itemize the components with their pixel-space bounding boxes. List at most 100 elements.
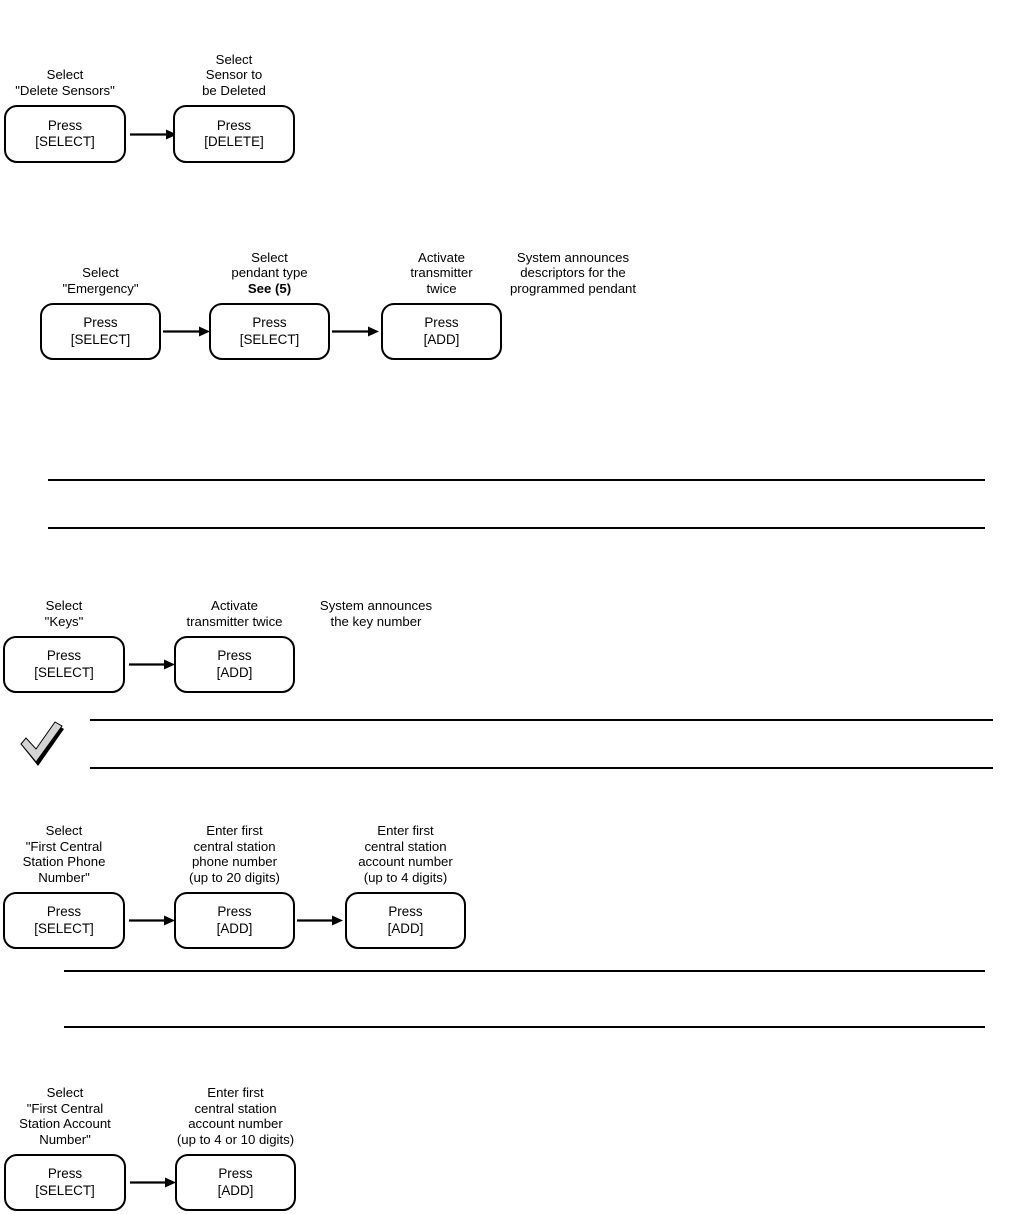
caption-line: central station <box>364 838 447 854</box>
caption-line: central station <box>193 838 276 854</box>
node-action: Press <box>218 1166 253 1182</box>
node-key: [SELECT] <box>70 331 131 347</box>
node-action: Press <box>252 315 287 331</box>
caption-line: "Delete Sensors" <box>15 83 115 99</box>
caption-line: account number <box>188 1116 283 1132</box>
node-action: Press <box>217 648 252 664</box>
step-caption: System announces descriptors for the pro… <box>510 250 636 303</box>
node-key: [ADD] <box>216 920 253 936</box>
separator-lower-bottom <box>64 1026 985 1028</box>
node-action: Press <box>217 904 252 920</box>
node-key: [ADD] <box>217 1182 254 1198</box>
step-node[interactable]: Press [ADD] <box>174 892 295 949</box>
caption-line: central station <box>194 1100 277 1116</box>
node-action: Press <box>47 1166 83 1182</box>
flow-arrow <box>129 659 175 670</box>
flow-arrow <box>130 1177 176 1188</box>
caption-line: Select <box>82 265 119 281</box>
step-node[interactable]: Press [DELETE] <box>173 105 295 163</box>
step-caption: Select "Keys" <box>45 598 84 636</box>
flow-arrow <box>163 326 210 337</box>
step-node[interactable]: Press [ADD] <box>174 636 295 693</box>
node-key: [ADD] <box>423 331 460 347</box>
caption-line: (up to 20 digits) <box>189 870 280 886</box>
caption-line: Select <box>215 51 253 67</box>
node-action: Press <box>46 648 82 664</box>
caption-line-bold: See (5) <box>247 281 292 297</box>
checkmark-icon <box>20 721 64 766</box>
separator-upper-bottom <box>48 527 985 529</box>
node-action: Press <box>216 117 252 133</box>
caption-line: Station Account <box>19 1116 111 1132</box>
node-key: [SELECT] <box>34 920 94 936</box>
separator-note-top <box>90 719 993 721</box>
flow-arrow <box>297 915 343 926</box>
node-action: Press <box>47 117 83 133</box>
flow-step: Enter first central station account numb… <box>345 823 466 949</box>
caption-line: (up to 4 digits) <box>363 870 448 886</box>
step-caption: Activate transmitter twice <box>410 250 472 303</box>
caption-line: programmed pendant <box>509 281 637 297</box>
step-node[interactable]: Press [SELECT] <box>4 105 126 163</box>
step-caption: Enter first central station phone number… <box>189 823 280 892</box>
caption-line: the key number <box>330 614 422 630</box>
caption-line: transmitter twice <box>186 614 283 630</box>
flow-step: Select pendant type See (5) Press [SELEC… <box>209 250 330 360</box>
caption-line: "Keys" <box>44 614 84 630</box>
caption-line: Enter first <box>207 1084 264 1100</box>
node-key: [ADD] <box>387 920 424 936</box>
step-node[interactable]: Press [SELECT] <box>209 303 330 360</box>
flow-arrow <box>130 129 177 140</box>
caption-line: Number" <box>38 870 90 886</box>
node-key: [SELECT] <box>35 1182 95 1198</box>
step-node[interactable]: Press [SELECT] <box>40 303 161 360</box>
step-node[interactable]: Press [ADD] <box>345 892 466 949</box>
caption-line: Enter first <box>377 822 434 838</box>
step-caption: Select "Delete Sensors" <box>15 67 115 105</box>
step-caption: Select Sensor to be Deleted <box>202 52 266 105</box>
flow-step: Enter first central station phone number… <box>174 823 295 949</box>
separator-note-bottom <box>90 767 993 769</box>
node-action: Press <box>83 315 118 331</box>
node-key: [DELETE] <box>204 134 264 149</box>
step-caption: System announces the key number <box>320 598 432 636</box>
caption-line: System announces <box>516 249 630 265</box>
node-action: Press <box>388 904 423 920</box>
caption-line: Select <box>45 598 83 614</box>
node-key: [SELECT] <box>34 664 94 680</box>
flow-arrow <box>332 326 379 337</box>
caption-line: "First Central <box>26 1100 104 1116</box>
node-action: Press <box>424 315 459 331</box>
caption-line: Activate <box>418 249 465 265</box>
caption-line: "First Central <box>25 838 103 854</box>
flow-step: Enter first central station account numb… <box>175 1085 296 1211</box>
node-action: Press <box>46 904 82 920</box>
node-key: [ADD] <box>216 664 253 680</box>
step-node[interactable]: Press [ADD] <box>175 1154 296 1211</box>
step-caption: Select "First Central Station Account Nu… <box>19 1085 111 1154</box>
caption-line: Station Phone <box>22 854 106 870</box>
flow-step: Select "First Central Station Phone Numb… <box>3 823 125 949</box>
caption-line: Sensor to <box>205 67 263 83</box>
step-node[interactable]: Press [SELECT] <box>3 892 125 949</box>
step-caption: Enter first central station account numb… <box>177 1085 294 1154</box>
flow-step: Activate transmitter twice Press [ADD] <box>174 598 295 693</box>
caption-line: pendant type <box>231 265 308 281</box>
step-caption: Select "Emergency" <box>62 265 138 303</box>
node-key: [SELECT] <box>239 331 300 347</box>
step-caption: Enter first central station account numb… <box>358 823 453 892</box>
caption-line: Select <box>46 1084 84 1100</box>
caption-line: "Emergency" <box>62 281 139 297</box>
caption-line: (up to 4 or 10 digits) <box>176 1132 295 1148</box>
step-node[interactable]: Press [SELECT] <box>4 1154 126 1211</box>
step-node[interactable]: Press [SELECT] <box>3 636 125 693</box>
caption-line: descriptors for the <box>520 265 626 281</box>
flow-arrow <box>129 915 175 926</box>
flow-step: Activate transmitter twice Press [ADD] <box>381 250 502 360</box>
caption-line: Activate <box>211 598 258 614</box>
step-caption: Select "First Central Station Phone Numb… <box>23 823 106 892</box>
flow-step: Select "First Central Station Account Nu… <box>4 1085 126 1211</box>
step-node[interactable]: Press [ADD] <box>381 303 502 360</box>
caption-line: twice <box>426 281 457 297</box>
caption-line: account number <box>358 854 453 870</box>
